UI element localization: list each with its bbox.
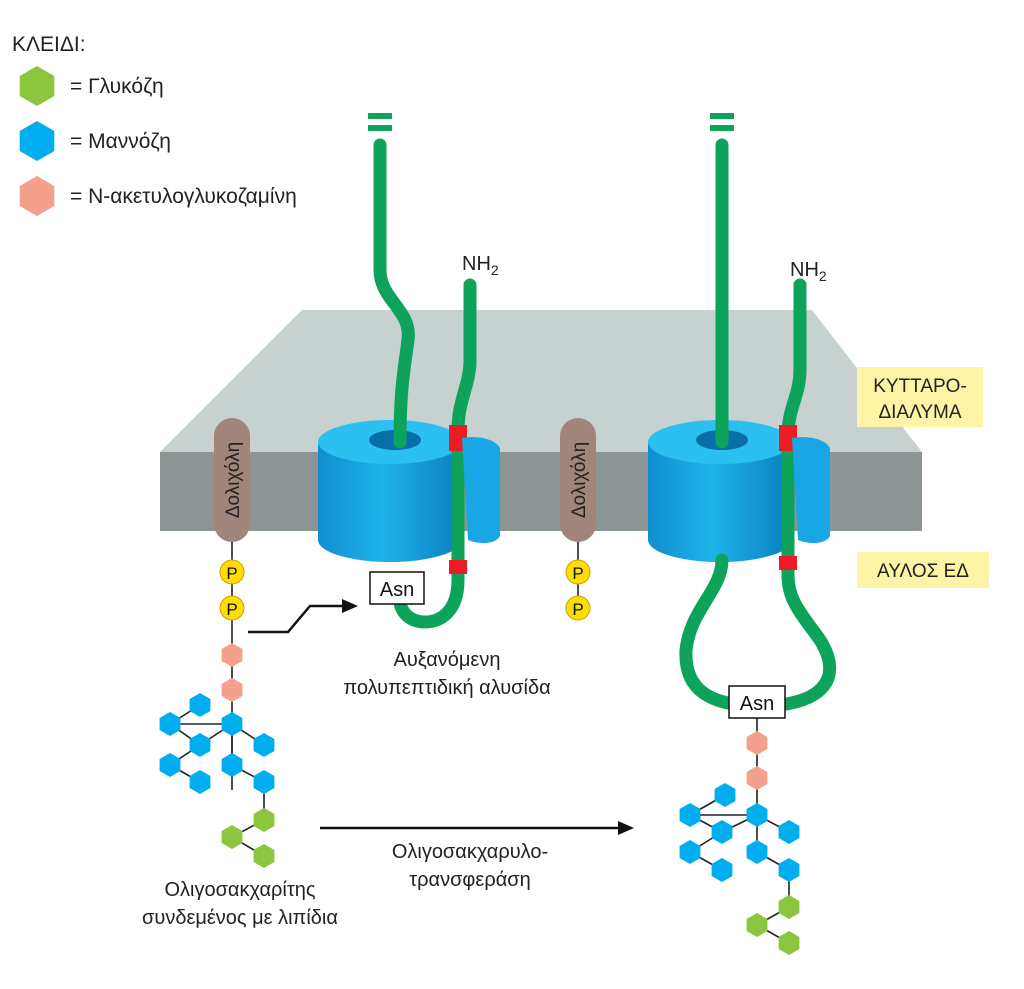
growing-chain-caption-2: πολυπεπτιδική αλυσίδα <box>343 677 550 699</box>
mannose-icon <box>679 803 701 827</box>
mannose-icon <box>159 753 181 777</box>
mannose-icon <box>221 753 243 777</box>
transferase-caption-2: τρανσφεράση <box>409 869 530 891</box>
nag-icon <box>746 766 768 790</box>
mannose-icon <box>778 820 800 844</box>
cytosol-label-line1: ΚΥΤΤΑΡΟ- <box>873 376 967 397</box>
mannose-icon <box>221 712 243 736</box>
phosphate-right-1 <box>565 559 591 585</box>
mannose-icon <box>19 121 55 161</box>
membrane-top-face <box>160 310 922 452</box>
transferase-caption-1: Ολιγοσακχαρυλο- <box>392 841 548 863</box>
dolichol-right: Δολιχόλη P P <box>560 418 596 621</box>
mannose-icon <box>679 840 701 864</box>
oligosaccharide-transferred <box>679 718 800 955</box>
dolichol-pill-left <box>214 418 250 542</box>
asn-right: Asn <box>728 685 786 719</box>
asn-label-left: Asn <box>380 579 414 601</box>
key: ΚΛΕΙΔΙ: = Γλυκόζη = Μαννόζη = Ν-ακετυλογ… <box>12 33 297 216</box>
mannose-icon <box>711 820 733 844</box>
arrowhead-icon <box>342 599 358 613</box>
key-glucose: = Γλυκόζη <box>19 66 164 106</box>
key-nag-label: = Ν-ακετυλογλυκοζαμίνη <box>70 185 297 208</box>
mannose-icon <box>189 770 211 794</box>
key-nag: = Ν-ακετυλογλυκοζαμίνη <box>19 176 297 216</box>
phosphate-left-1 <box>219 559 245 585</box>
transfer-arrow-long <box>320 821 634 835</box>
nag-icon <box>746 731 768 755</box>
er-lumen-label-box <box>857 552 989 588</box>
transfer-arrow-short <box>248 599 358 634</box>
mannose-icon <box>746 840 768 864</box>
mannose-icon <box>189 733 211 757</box>
key-glucose-label: = Γλυκόζη <box>70 75 164 98</box>
phosphate-right-2 <box>565 595 591 621</box>
oligosaccharide-lipid-linked <box>159 643 275 868</box>
left-polypeptide: NH2 <box>368 113 499 629</box>
cytosol-label-box <box>857 367 983 427</box>
er-membrane <box>160 310 922 531</box>
nh2-label-right: NH2 <box>790 259 827 284</box>
mannose-icon <box>253 733 275 757</box>
translocon-right-outer <box>648 442 792 562</box>
phosphate-left-1-label: P <box>226 564 237 583</box>
nag-icon <box>221 643 243 667</box>
translocon-right-flap <box>792 437 830 544</box>
glucose-icon <box>778 931 800 955</box>
signal-segment-lower-left <box>449 560 467 574</box>
phosphate-right-1-label: P <box>572 564 583 583</box>
growing-chain-caption-1: Αυξανόμενη <box>394 649 501 671</box>
key-mannose: = Μαννόζη <box>19 121 171 161</box>
nh2-label-left: NH2 <box>462 253 499 278</box>
amino-terminus-left: NH2 <box>462 253 499 278</box>
er-lumen-label-text: ΑΥΛΟΣ ΕΔ <box>877 561 969 582</box>
mannose-icon <box>711 858 733 882</box>
translocon-left-flap <box>462 437 500 544</box>
phosphate-right-2-label: P <box>572 600 583 619</box>
dolichol-label-right: Δολιχόλη <box>569 442 590 518</box>
nag-icon <box>19 176 55 216</box>
nag-icon <box>221 678 243 702</box>
cytosol-label: ΚΥΤΤΑΡΟ- ΔΙΑΛΥΜΑ <box>857 367 983 427</box>
er-lumen-label: ΑΥΛΟΣ ΕΔ <box>857 552 989 588</box>
mannose-icon <box>189 693 211 717</box>
cytosol-label-line2: ΔΙΑΛΥΜΑ <box>878 402 961 423</box>
mannose-icon <box>159 712 181 736</box>
glucose-icon <box>253 808 275 832</box>
arrowhead-icon <box>618 821 634 835</box>
mannose-icon <box>746 803 768 827</box>
key-mannose-label: = Μαννόζη <box>70 130 171 153</box>
asn-label-right: Asn <box>740 693 774 715</box>
glucose-icon <box>221 825 243 849</box>
asn-box-right <box>728 685 786 719</box>
signal-segment-lower-right <box>779 556 797 570</box>
phosphate-left-2-label: P <box>226 600 237 619</box>
glucose-icon <box>746 913 768 937</box>
mannose-icon <box>778 858 800 882</box>
translocon-left-outer <box>318 442 462 562</box>
key-title: ΚΛΕΙΔΙ: <box>12 33 86 56</box>
lipid-oligo-caption-2: συνδεμένος με λιπίδια <box>142 907 338 929</box>
lipid-oligo-caption-1: Ολιγοσακχαρίτης <box>164 879 315 901</box>
glucose-icon <box>19 66 55 106</box>
translocon-left <box>318 420 462 562</box>
arrow-bent <box>248 604 346 634</box>
mannose-icon <box>714 783 736 807</box>
glucose-icon <box>253 844 275 868</box>
amino-terminus-right: NH2 <box>790 259 827 284</box>
glucose-icon <box>778 895 800 919</box>
phosphate-left-2 <box>219 595 245 621</box>
dolichol-label-left: Δολιχόλη <box>223 442 244 518</box>
translocon-right <box>648 420 792 562</box>
right-polypeptide: NH2 <box>679 113 837 713</box>
asn-box-left <box>369 571 425 605</box>
asn-left: Asn <box>369 571 425 605</box>
mannose-icon <box>253 770 275 794</box>
dolichol-pill-right <box>560 418 596 542</box>
